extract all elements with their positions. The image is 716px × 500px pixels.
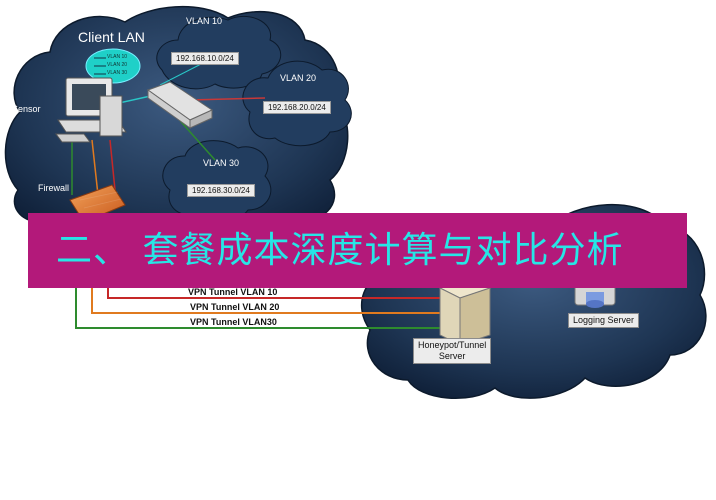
sensor-computer-icon [55,77,127,143]
sensor-panel-vlan20: VLAN 20 [107,62,128,68]
vpn-tunnel-vlan20-label: VPN Tunnel VLAN 20 [190,302,280,312]
honeypot-server-label: Honeypot/Tunnel Server [413,338,492,364]
vlan10-subnet: 192.168.10.0/24 [171,52,239,65]
vlan20-label: VLAN 20 [280,73,317,83]
vlan20-subnet: 192.168.20.0/24 [263,101,331,114]
title-banner [28,213,687,288]
honeypot-server-icon [438,277,492,346]
sensor-vlan-panel [85,48,141,84]
vlan30-subnet: 192.168.30.0/24 [187,184,255,197]
honeypot-label-line1: Honeypot/Tunnel [418,340,487,350]
logging-server-label: Logging Server [568,313,640,328]
firewall-label: Firewall [38,183,70,193]
honeypot-label-line2: Server [438,351,466,361]
vlan10-label: VLAN 10 [186,16,223,26]
vpn-tunnel-lines [75,285,440,329]
sensor-panel-vlan10: VLAN 10 [107,54,128,60]
vpn-tunnel-vlan10-label: VPN Tunnel VLAN 10 [188,287,278,297]
vpn-tunnel-vlan30-label: VPN Tunnel VLAN30 [190,317,277,327]
sensor-panel-vlan30: VLAN 30 [107,70,128,76]
banner-title: 二、 套餐成本深度计算与对比分析 [56,230,624,271]
logging-server-icon [574,282,616,308]
sensor-label: Sensor [12,104,41,114]
switch-icon [146,81,214,129]
vlan30-label: VLAN 30 [203,158,240,168]
client-lan-label: Client LAN [78,29,145,45]
